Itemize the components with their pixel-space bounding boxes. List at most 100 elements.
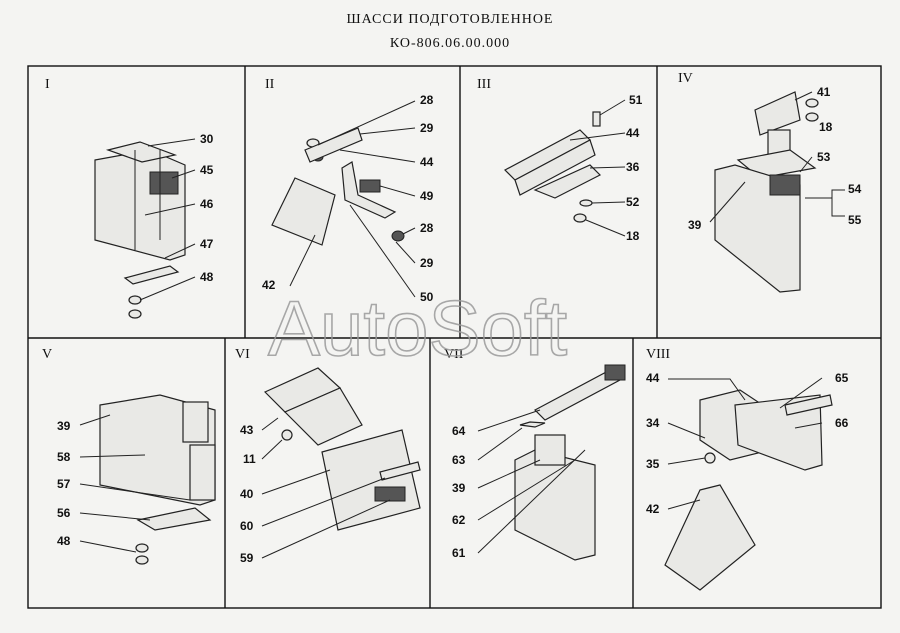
panel-roman-numeral: III — [477, 77, 491, 92]
drawing-subtitle: КО-806.06.00.000 — [389, 36, 511, 51]
angle-bar-web — [514, 139, 596, 196]
holder — [374, 486, 406, 502]
panel-4: IV 41 18 53 54 55 39 — [678, 71, 862, 293]
callout-43: 43 — [240, 423, 254, 437]
callout-28: 28 — [420, 93, 434, 107]
mudguard-side — [283, 387, 363, 446]
callout-29: 29 — [420, 121, 434, 135]
frame-top — [105, 141, 178, 163]
panel-roman-numeral: VII — [444, 347, 464, 362]
callout-57: 57 — [57, 477, 71, 491]
panel-roman-numeral: I — [45, 77, 50, 92]
nut — [391, 230, 405, 242]
frame-section — [514, 449, 596, 561]
bracket — [189, 444, 216, 501]
callout-54: 54 — [848, 182, 862, 196]
callout-47: 47 — [200, 237, 214, 251]
strip — [379, 461, 421, 481]
bracket-block — [149, 171, 179, 195]
panel-1: I 30 45 46 47 48 — [45, 77, 214, 319]
bolt — [704, 452, 716, 464]
callout-40: 40 — [240, 487, 254, 501]
callout-65: 65 — [835, 371, 849, 385]
shaft-end — [604, 364, 626, 381]
bolt — [592, 111, 601, 127]
callout-52: 52 — [626, 195, 640, 209]
callout-18: 18 — [819, 120, 833, 134]
plate — [123, 265, 180, 285]
callout-29: 29 — [420, 256, 434, 270]
angle-bar — [784, 394, 833, 416]
callout-58: 58 — [57, 450, 71, 464]
callout-39: 39 — [57, 419, 71, 433]
mud-flap — [321, 429, 421, 531]
callout-36: 36 — [626, 160, 640, 174]
callout-60: 60 — [240, 519, 254, 533]
callout-42: 42 — [262, 278, 276, 292]
callout-51: 51 — [629, 93, 643, 107]
nut — [128, 295, 142, 305]
callout-46: 46 — [200, 197, 214, 211]
channel-bracket — [754, 91, 801, 136]
panel-2: II 28 29 44 49 28 29 42 50 — [262, 77, 434, 304]
callout-35: 35 — [646, 457, 660, 471]
callout-44: 44 — [420, 155, 434, 169]
callout-34: 34 — [646, 416, 660, 430]
pin — [519, 421, 546, 428]
drawing-title: ШАССИ ПОДГОТОВЛЕННОЕ — [346, 12, 554, 27]
callout-41: 41 — [817, 85, 831, 99]
callout-28: 28 — [420, 221, 434, 235]
watermark: AutoSoft — [268, 284, 568, 372]
washer — [579, 199, 593, 207]
callout-61: 61 — [452, 546, 466, 560]
panel-grid — [27, 65, 882, 609]
callout-44: 44 — [626, 126, 640, 140]
panel-roman-numeral: IV — [678, 71, 693, 86]
callout-50: 50 — [420, 290, 434, 304]
frame-section — [714, 164, 801, 293]
panel-roman-numeral: V — [42, 347, 52, 362]
callout-18: 18 — [626, 229, 640, 243]
panel-roman-numeral: VI — [235, 347, 250, 362]
panel-8: VIII 44 65 34 66 35 42 — [646, 347, 849, 591]
callout-63: 63 — [452, 453, 466, 467]
plate — [533, 164, 602, 199]
panel-7: VII 64 63 39 62 61 — [444, 347, 626, 561]
frame-section — [734, 394, 823, 471]
callout-30: 30 — [200, 132, 214, 146]
nut — [128, 309, 142, 319]
callout-48: 48 — [57, 534, 71, 548]
frame-section — [94, 149, 186, 261]
panel-5: V 39 58 57 56 48 — [42, 347, 216, 565]
washer — [805, 112, 819, 122]
bolt — [281, 429, 293, 441]
bolt — [359, 179, 381, 193]
callout-62: 62 — [452, 513, 466, 527]
callout-49: 49 — [420, 189, 434, 203]
callout-56: 56 — [57, 506, 71, 520]
callout-66: 66 — [835, 416, 849, 430]
callout-64: 64 — [452, 424, 466, 438]
mudguard — [271, 177, 336, 246]
nut — [573, 213, 587, 223]
callout-48: 48 — [200, 270, 214, 284]
panel-3: III 51 44 36 52 18 — [477, 77, 643, 243]
callout-55: 55 — [848, 213, 862, 227]
callout-59: 59 — [240, 551, 254, 565]
callout-44: 44 — [646, 371, 660, 385]
nut — [135, 555, 149, 565]
mudguard — [664, 484, 756, 591]
bracket — [341, 161, 397, 219]
callout-39: 39 — [688, 218, 702, 232]
callout-11: 11 — [243, 452, 256, 466]
panel-6: VI 43 11 40 60 59 — [235, 347, 421, 565]
clamp — [769, 174, 801, 196]
callout-45: 45 — [200, 163, 214, 177]
plate — [136, 507, 212, 531]
panel-roman-numeral: II — [265, 77, 275, 92]
panel-roman-numeral: VIII — [646, 347, 670, 362]
callout-39: 39 — [452, 481, 466, 495]
callout-42: 42 — [646, 502, 660, 516]
nut — [135, 543, 149, 553]
